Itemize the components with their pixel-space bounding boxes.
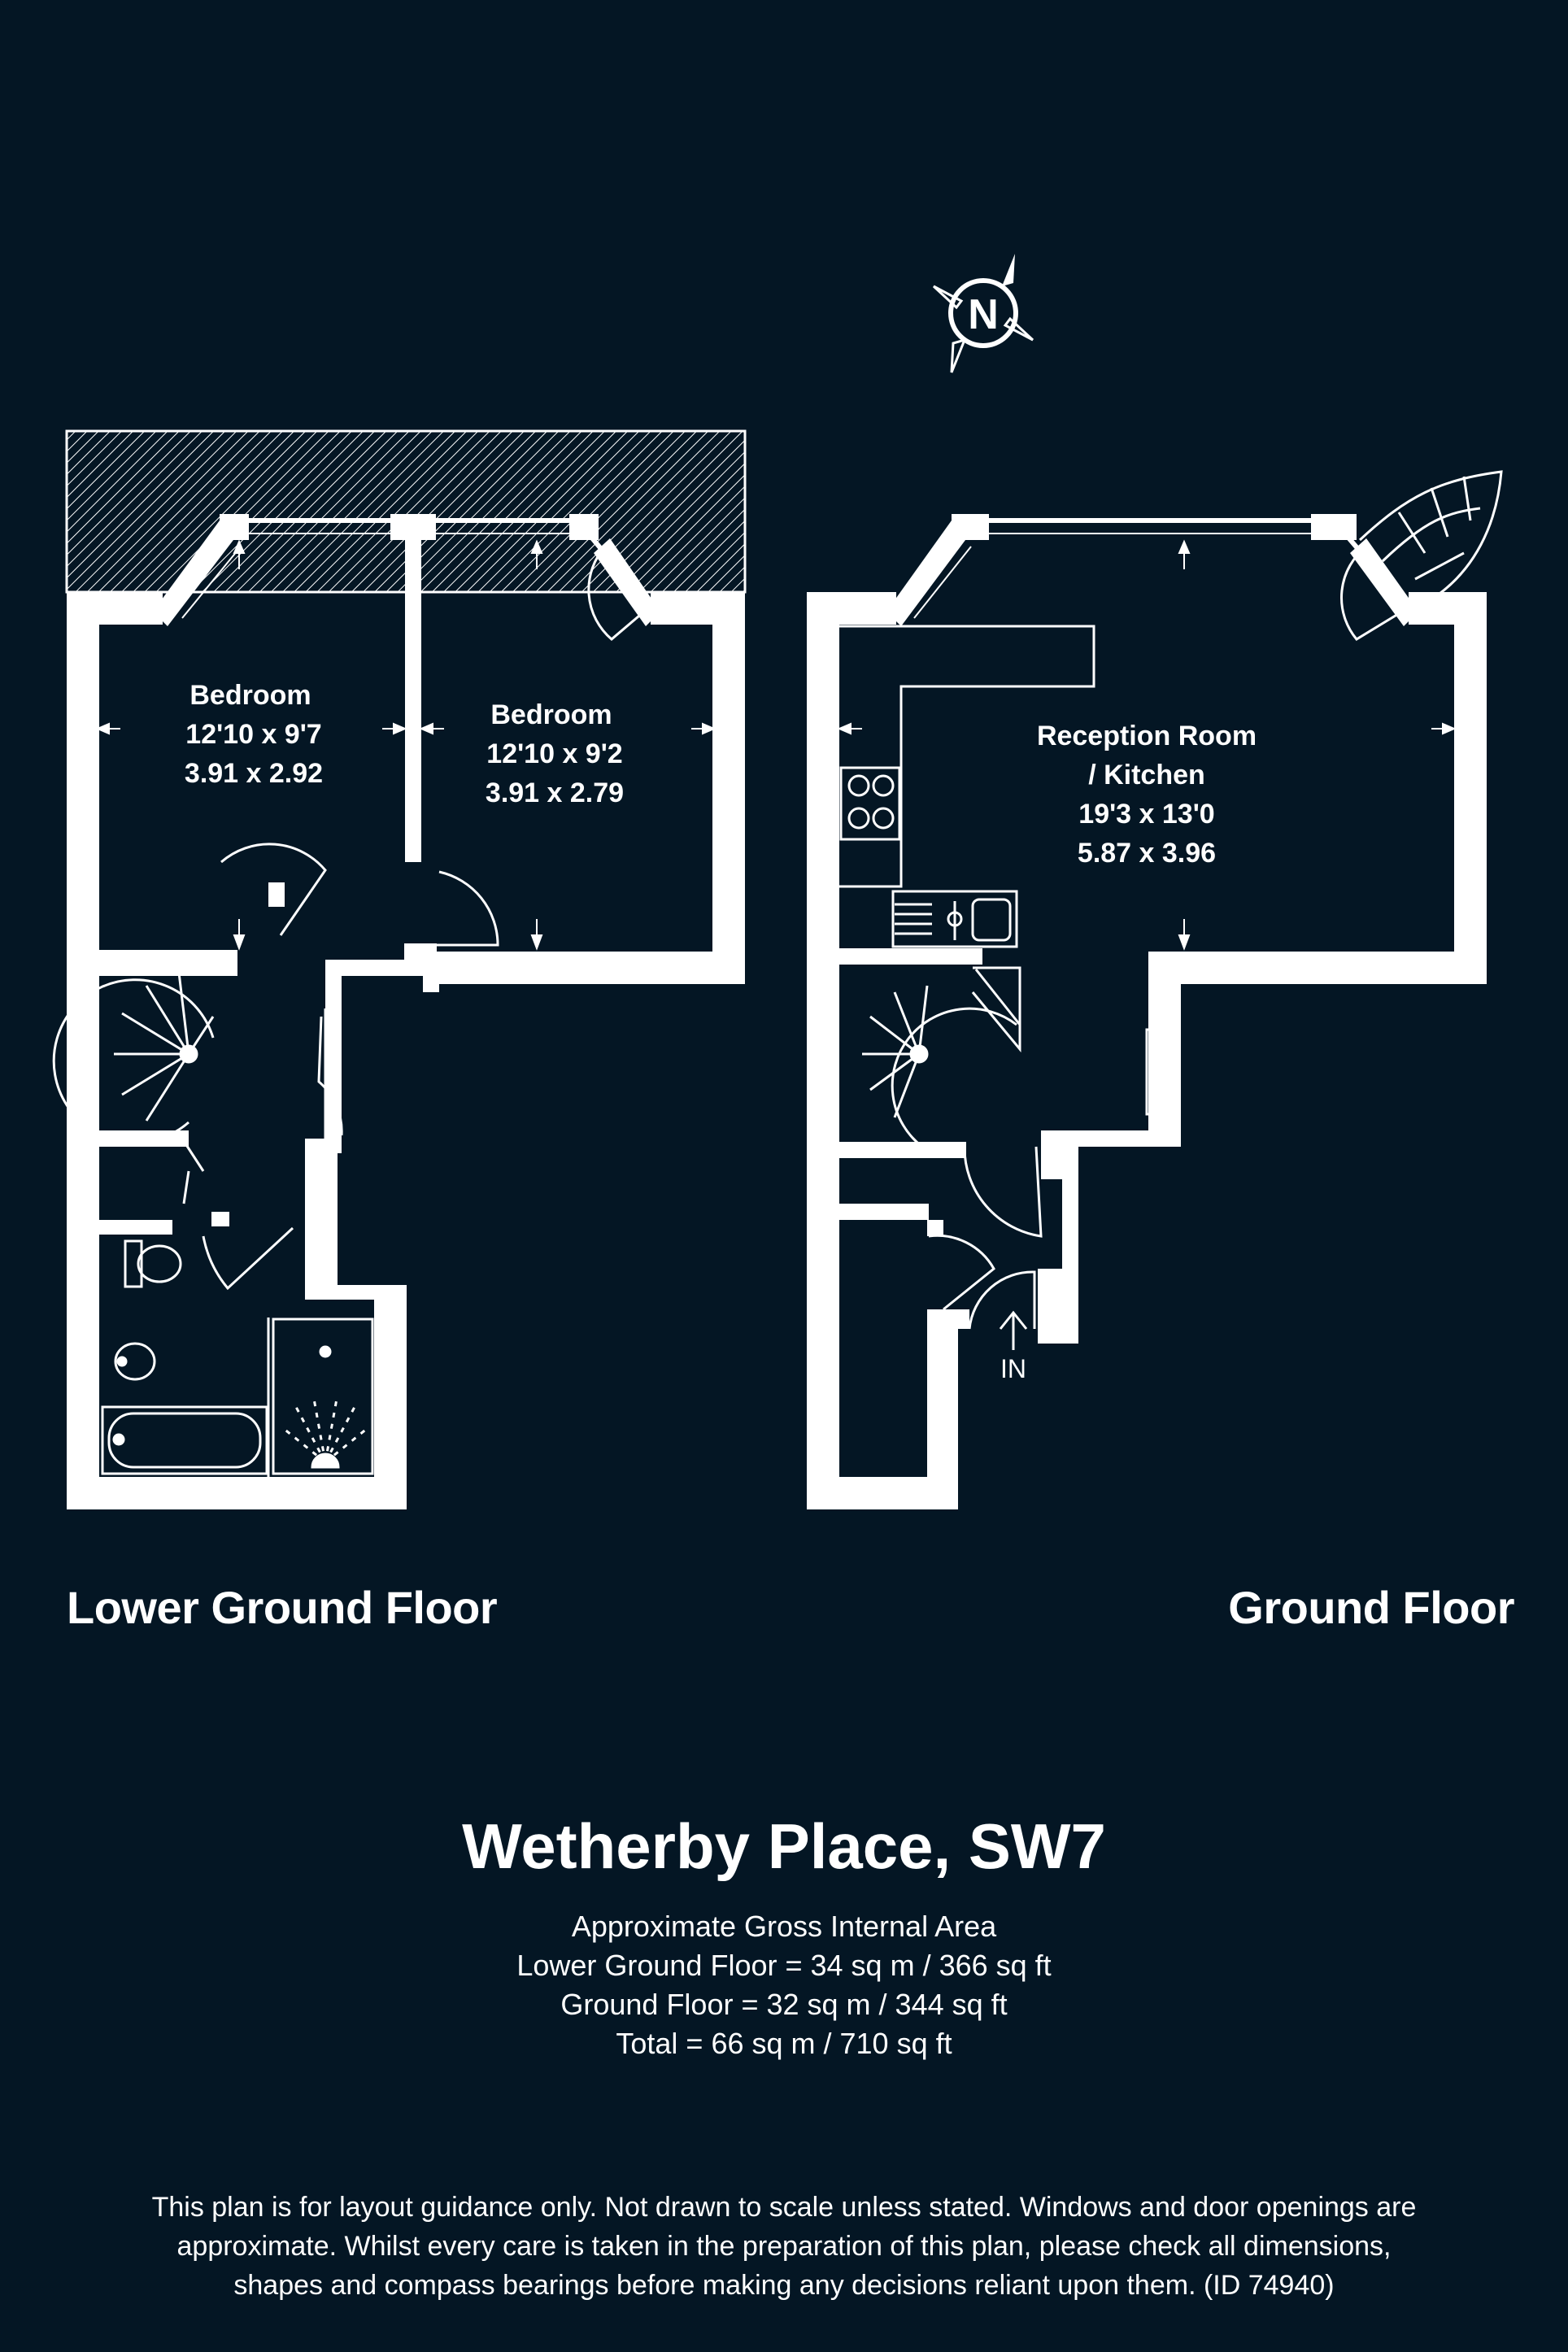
- property-title: Wetherby Place, SW7: [462, 1810, 1106, 1882]
- area-total: Total = 66 sq m / 710 sq ft: [616, 2027, 952, 2060]
- entrance-arrow-icon: [999, 1310, 1028, 1350]
- room-size-metric: 3.91 x 2.92: [185, 758, 323, 789]
- area-heading: Approximate Gross Internal Area: [571, 1910, 997, 1943]
- room-name: Bedroom: [189, 680, 311, 711]
- ground-floor-plan: [807, 470, 1503, 1509]
- terrace-hatch: [65, 429, 747, 594]
- lower-bedroom-2-label: Bedroom 12'10 x 9'2 3.91 x 2.79: [486, 699, 624, 808]
- compass-letter: N: [968, 291, 999, 338]
- disclaimer: This plan is for layout guidance only. N…: [98, 2188, 1470, 2305]
- disclaimer-line-1: This plan is for layout guidance only. N…: [151, 2192, 1417, 2223]
- room-size-imperial: 19'3 x 13'0: [1078, 799, 1214, 830]
- lower-ground-floor-title: Lower Ground Floor: [67, 1582, 498, 1633]
- lower-bedroom-1-label: Bedroom 12'10 x 9'7 3.91 x 2.92: [185, 680, 323, 789]
- ground-spiral-stair: [862, 966, 1021, 1148]
- room-size-imperial: 12'10 x 9'2: [486, 738, 622, 769]
- ground-floor-title: Ground Floor: [1228, 1582, 1514, 1633]
- room-name: Reception Room: [1037, 721, 1257, 751]
- disclaimer-line-3: shapes and compass bearings before makin…: [233, 2270, 1335, 2301]
- compass-icon: N: [932, 254, 1034, 373]
- lower-spiral-stair: [52, 972, 215, 1144]
- disclaimer-line-2: approximate. Whilst every care is taken …: [176, 2231, 1392, 2262]
- room-size-metric: 3.91 x 2.79: [486, 777, 624, 808]
- room-name-line2: / Kitchen: [1088, 760, 1205, 791]
- lower-ground-floor-plan: [52, 429, 747, 1509]
- area-lower-ground: Lower Ground Floor = 34 sq m / 366 sq ft: [516, 1949, 1052, 1982]
- room-size-metric: 5.87 x 3.96: [1078, 838, 1216, 869]
- entrance-label: IN: [1000, 1354, 1026, 1383]
- room-name: Bedroom: [490, 699, 612, 730]
- area-summary: Approximate Gross Internal Area Lower Gr…: [0, 1907, 1568, 2063]
- room-size-imperial: 12'10 x 9'7: [185, 719, 321, 750]
- lower-bathroom-fixtures: [101, 1239, 374, 1477]
- reception-room-label: Reception Room / Kitchen 19'3 x 13'0 5.8…: [1037, 721, 1257, 869]
- area-ground: Ground Floor = 32 sq m / 344 sq ft: [560, 1988, 1008, 2021]
